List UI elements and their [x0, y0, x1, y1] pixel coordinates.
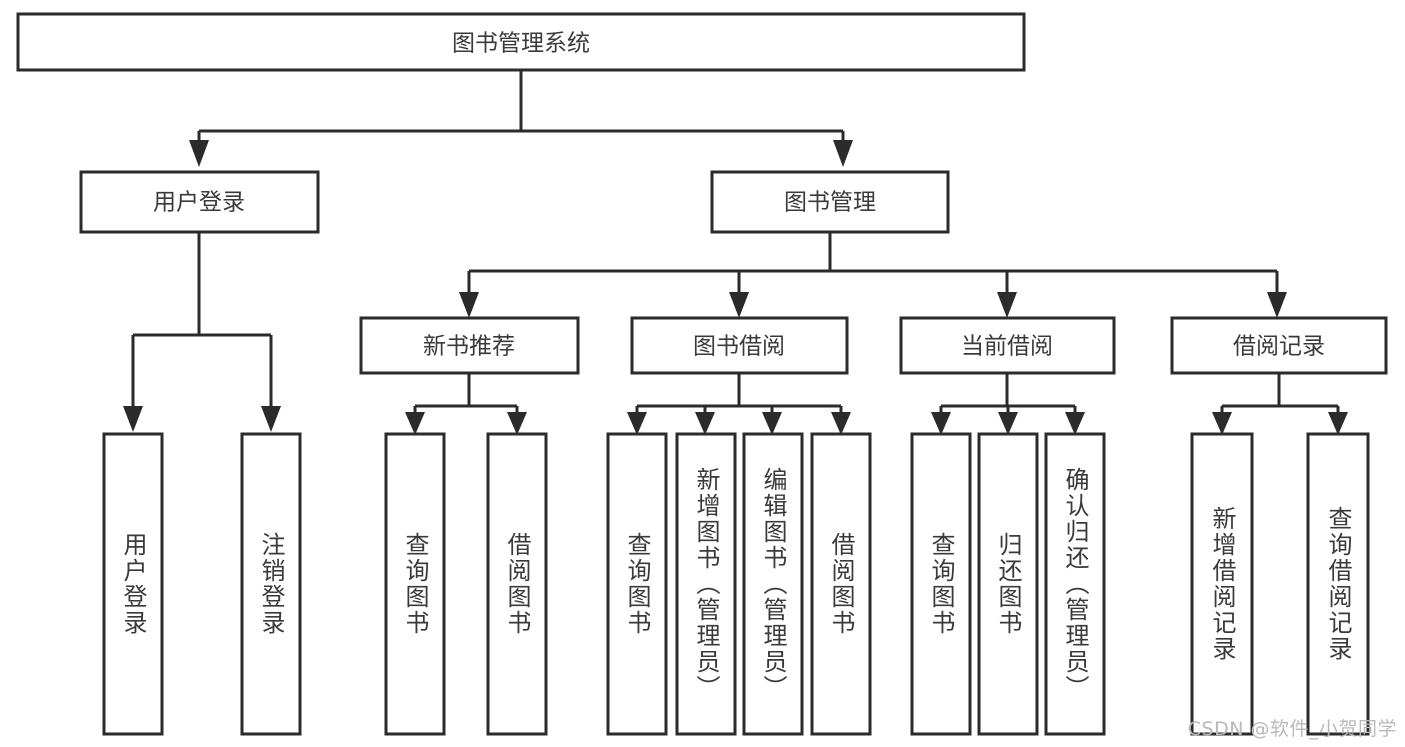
watermark-text: CSDN @软件_小贺同学	[1187, 718, 1397, 740]
node-book-borrow[interactable]: 图书借阅	[630, 316, 849, 375]
node-root-system[interactable]: 图书管理系统	[16, 12, 1026, 72]
leaf-edit-book-admin-box[interactable]	[742, 432, 804, 736]
leaf-borrow-book-recommend-box[interactable]	[486, 432, 548, 736]
arrow-head-icon	[762, 412, 782, 435]
leaf-query-book-current-box[interactable]	[910, 432, 972, 736]
leaf-add-borrow-record-box[interactable]	[1190, 432, 1254, 736]
node-user-login[interactable]: 用户登录	[79, 170, 320, 234]
leaf-borrow-book-box[interactable]	[810, 432, 872, 736]
arrow-head-icon	[931, 412, 951, 435]
leaf-query-borrow-record-box[interactable]	[1306, 432, 1370, 736]
arrow-head-icon	[459, 292, 479, 318]
arrow-head-icon	[998, 412, 1018, 435]
arrow-head-icon	[1328, 412, 1348, 435]
arrow-head-icon	[507, 412, 527, 435]
node-new-book-recommend[interactable]: 新书推荐	[359, 316, 580, 375]
connector-user-login-to-leaves	[123, 232, 281, 432]
connector-new-book-recommend-to-leaves	[405, 373, 527, 435]
node-book-borrow-label: 图书借阅	[693, 334, 785, 360]
leaf-user-login-box[interactable]	[102, 432, 164, 736]
arrow-head-icon	[729, 292, 749, 318]
arrow-head-icon	[831, 412, 851, 435]
leaf-query-book-borrow-box[interactable]	[606, 432, 668, 736]
arrow-head-icon	[1212, 412, 1232, 435]
node-current-borrow[interactable]: 当前借阅	[899, 316, 1116, 375]
arrow-head-icon	[123, 406, 143, 432]
arrow-head-icon	[261, 406, 281, 432]
node-user-login-label: 用户登录	[153, 190, 245, 216]
node-root-system-label: 图书管理系统	[452, 31, 590, 57]
leaf-query-book-recommend-box[interactable]	[384, 432, 446, 736]
node-book-management[interactable]: 图书管理	[710, 170, 950, 234]
arrow-head-icon	[695, 412, 715, 435]
node-user-login-box	[79, 170, 320, 234]
arrow-head-icon	[189, 140, 209, 167]
node-new-book-recommend-box	[359, 316, 580, 375]
arrow-head-icon	[627, 412, 647, 435]
node-current-borrow-box	[899, 316, 1116, 375]
leaf-return-book-box[interactable]	[977, 432, 1039, 736]
leaf-logout-box[interactable]	[240, 432, 302, 736]
leaf-add-book-admin-box[interactable]	[675, 432, 737, 736]
arrow-head-icon	[833, 140, 853, 167]
node-root-system-box	[16, 12, 1026, 72]
node-borrow-record-label: 借阅记录	[1233, 334, 1325, 360]
connector-root-to-level2	[189, 70, 853, 167]
connector-current-borrow-to-leaves	[931, 373, 1085, 435]
connector-book-management-to-level3	[459, 232, 1287, 318]
leaf-confirm-return-admin-box[interactable]	[1044, 432, 1106, 736]
arrow-head-icon	[1267, 292, 1287, 318]
node-borrow-record[interactable]: 借阅记录	[1170, 316, 1388, 375]
node-book-management-label: 图书管理	[784, 190, 876, 216]
arrow-head-icon	[997, 292, 1017, 318]
arrow-head-icon	[1065, 412, 1085, 435]
node-current-borrow-label: 当前借阅	[961, 334, 1053, 360]
connector-borrow-record-to-leaves	[1212, 373, 1348, 435]
connector-book-borrow-to-leaves	[627, 373, 851, 435]
arrow-head-icon	[405, 412, 425, 435]
node-new-book-recommend-label: 新书推荐	[423, 334, 515, 360]
